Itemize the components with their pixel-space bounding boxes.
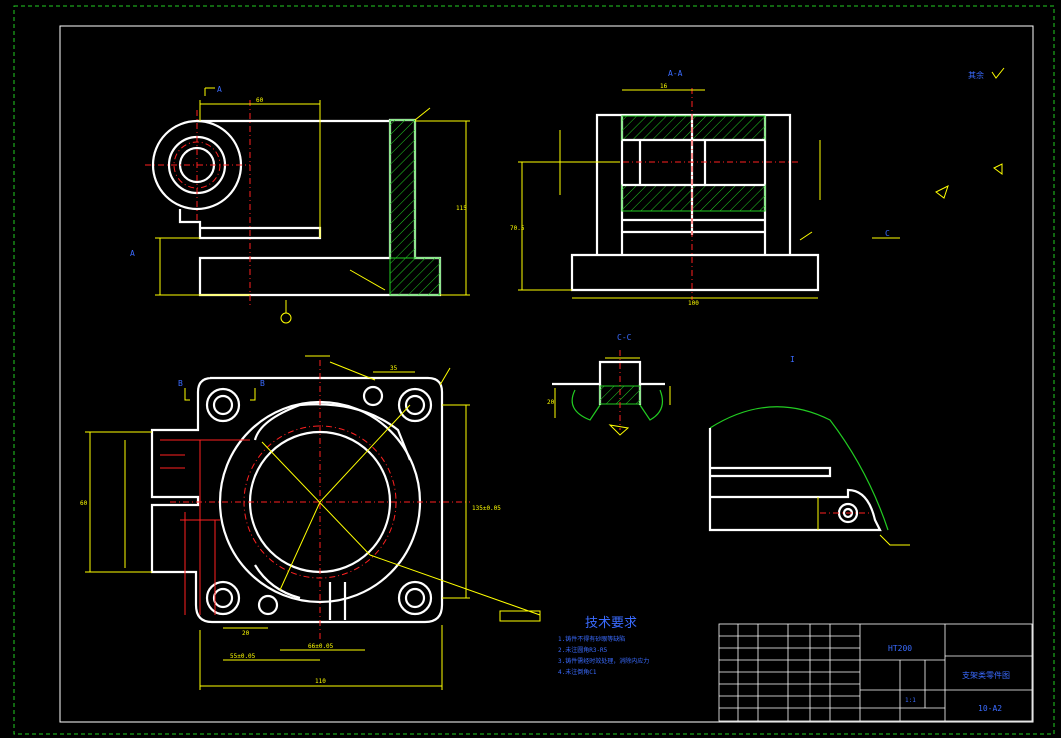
dim-115: 115 [456,205,467,212]
dim-16: 16 [660,83,668,90]
tech-req-line-3: 3.铸件需经时效处理，消除内应力 [558,657,649,665]
dim-135: 135±0.05 [472,505,501,512]
dim-60: 60 [256,97,264,104]
dim-20: 20 [242,630,250,637]
dim-110: 110 [315,678,326,685]
section-aa-title: A-A [668,69,683,78]
drawing-frame [59,25,1034,723]
front-view: 60 115 A A [130,85,470,324]
tech-req-title: 技术要求 [585,616,637,631]
section-view-aa: A-A 70.5 100 16 C [510,69,900,307]
label-a-top: A [217,85,222,94]
title-block-scale: 1:1 [905,697,916,704]
detail-view-i: I [708,355,910,546]
label-b-left: B [178,379,183,388]
title-block: HT200 支架类零件图 10-A2 1:1 [718,623,1033,722]
dim-35: 35 [390,365,398,372]
label-a-front: A [130,249,135,258]
section-view-cc: C-C 20 [547,333,671,436]
tech-req-line-1: 1.铸件不得有砂眼等缺陷 [558,635,625,643]
dim-100: 100 [688,300,699,307]
title-block-part-name: 支架类零件图 [962,670,1010,680]
label-c-ref: C [885,229,890,238]
section-cc-title: C-C [617,333,632,342]
dim-70: 70.5 [510,225,525,232]
dim-60b: 60 [80,500,88,507]
roughness-other-label: 其余 [968,70,984,80]
outer-border [13,5,1055,735]
technical-requirements: 技术要求 1.铸件不得有砂眼等缺陷 2.未注圆角R3-R5 3.铸件需经时效处理… [558,616,649,676]
title-block-material: HT200 [888,644,912,653]
roughness-other: 其余 [935,67,1005,199]
dim-66: 66±0.05 [308,643,334,650]
tech-req-line-2: 2.未注圆角R3-R5 [558,646,608,654]
label-b-right: B [260,379,265,388]
detail-i-title: I [790,355,795,364]
top-view: 60 110 55±0.05 66±0.05 135±0.05 35 20 B … [80,355,541,690]
dim-20-cc: 20 [547,399,555,406]
dim-55: 55±0.05 [230,653,256,660]
tech-req-line-4: 4.未注倒角C1 [558,668,597,676]
title-block-drawing-no: 10-A2 [978,704,1002,713]
